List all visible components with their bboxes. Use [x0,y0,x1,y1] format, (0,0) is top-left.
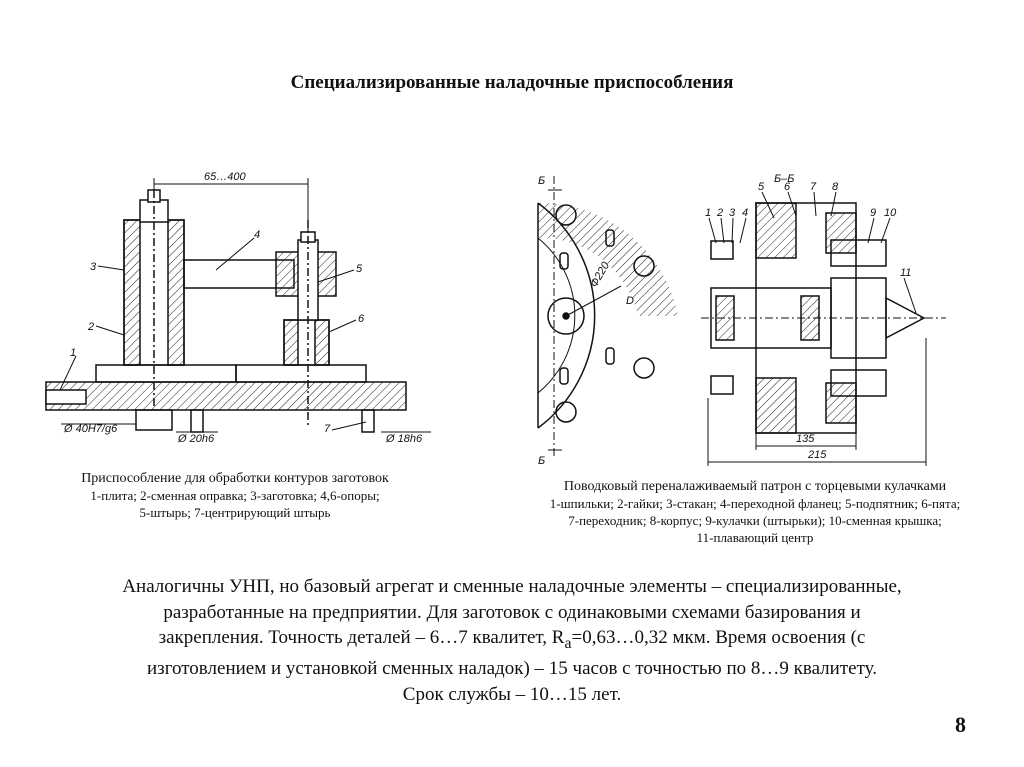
label-3: 3 [90,261,97,273]
figure1-caption-line: 1-плита; 2-сменная оправка; 3-заготовка;… [90,488,380,503]
label-1: 1 [705,207,711,219]
label-4: 4 [254,229,260,241]
section-label-bottom: Б [538,455,545,467]
d-label: D [626,295,634,307]
label-10: 10 [884,207,897,219]
page-number: 8 [955,712,966,737]
body-line-part: закрепления. Точность деталей – 6…7 квал… [158,627,565,648]
label-3: 3 [729,207,736,219]
label-7: 7 [810,181,817,193]
figure2-caption-line: 7-переходник; 8-корпус; 9-кулачки (штырь… [568,513,942,528]
label-6: 6 [358,313,365,325]
label-5: 5 [356,263,363,275]
figure1-caption-title: Приспособление для обработки контуров за… [81,471,389,486]
label-6: 6 [784,181,791,193]
figure1-caption-line: 5-штырь; 7-центрирующий штырь [139,505,331,520]
dim-mid-fit: Ø 20h6 [177,433,215,445]
label-7: 7 [324,423,331,435]
figure2-caption: Поводковый переналаживаемый патрон с тор… [505,478,1005,546]
label-5: 5 [758,181,765,193]
body-line: закрепления. Точность деталей – 6…7 квал… [30,625,994,656]
body-line: Срок службы – 10…15 лет. [402,683,622,705]
dim-215: 215 [807,449,827,461]
dim-left-fit: Ø 40H7/g6 [63,423,118,435]
body-line: Аналогичны УНП, но базовый агрегат и сме… [122,576,902,597]
dim-135: 135 [796,433,815,445]
ra-subscript: a [564,634,572,652]
dim-top: 65…400 [204,171,246,183]
body-text: Аналогичны УНП, но базовый агрегат и сме… [30,574,994,707]
label-11: 11 [900,267,911,279]
dim-right-fit: Ø 18h6 [385,433,423,445]
body-line: разработанные на предприятии. Для загото… [163,601,861,623]
body-line: изготовлением и установкой сменных налад… [147,658,877,680]
section-label-top: Б [538,175,545,187]
fixture-drawing: 65…400 Ø 40H7/g6 Ø 20h6 Ø 18h6 1 2 3 4 5… [45,171,431,445]
figure2-caption-title: Поводковый переналаживаемый патрон с тор… [563,479,947,494]
section-title: Б–Б [774,173,794,185]
figure2-caption-line: 11-плавающий центр [696,530,814,545]
label-2: 2 [716,207,723,219]
label-1: 1 [70,347,76,359]
label-9: 9 [870,207,876,219]
chuck-drawing: Б Б Б–Б Ф220 D 135 215 1 2 3 4 5 6 7 8 9… [537,173,946,467]
label-2: 2 [87,321,94,333]
body-line-part: =0,63…0,32 мкм. Время освоения (с [571,627,866,648]
label-4: 4 [742,207,748,219]
slide-title: Специализированные наладочные приспособл… [290,72,734,93]
label-8: 8 [832,181,839,193]
figure2-caption-line: 1-шпильки; 2-гайки; 3-стакан; 4-переходн… [549,496,961,511]
figure1-caption: Приспособление для обработки контуров за… [30,470,440,521]
